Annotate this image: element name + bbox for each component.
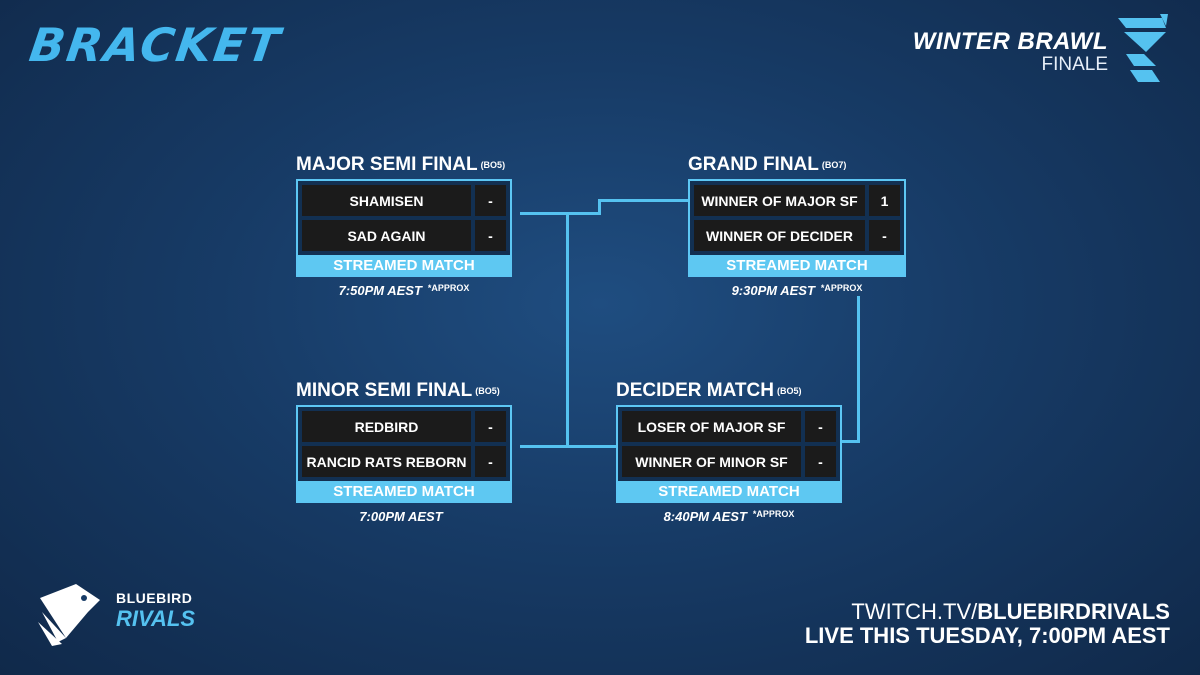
match-title: GRAND FINAL(BO7) — [688, 154, 906, 176]
match-time-text: 7:00PM AEST — [359, 509, 443, 524]
footer-info: TWITCH.TV/BLUEBIRDRIVALS LIVE THIS TUESD… — [805, 600, 1170, 648]
match-time-text: 9:30PM AEST — [731, 283, 815, 298]
approx-label: *APPROX — [752, 509, 795, 519]
match-title: DECIDER MATCH(BO5) — [616, 380, 842, 402]
match-grand-final: GRAND FINAL(BO7) WINNER OF MAJOR SF 1 WI… — [688, 154, 906, 298]
team-score: - — [475, 446, 506, 477]
match-time-text: 8:40PM AEST — [663, 509, 747, 524]
match-major-semi-final: MAJOR SEMI FINAL(BO5) SHAMISEN - SAD AGA… — [296, 154, 512, 298]
stream-url-channel: BLUEBIRDRIVALS — [977, 599, 1170, 624]
match-title: MINOR SEMI FINAL(BO5) — [296, 380, 512, 402]
team-row: SAD AGAIN - — [302, 220, 506, 251]
match-time: 7:50PM AEST *APPROX — [296, 283, 512, 298]
streamed-match-banner: STREAMED MATCH — [298, 481, 510, 501]
match-title: MAJOR SEMI FINAL(BO5) — [296, 154, 512, 176]
match-decider: DECIDER MATCH(BO5) LOSER OF MAJOR SF - W… — [616, 380, 842, 524]
best-of-label: (BO5) — [480, 160, 506, 170]
team-score: - — [805, 446, 836, 477]
event-subtitle: FINALE — [1041, 54, 1108, 75]
brand-logo: BLUEBIRD RIVALS — [36, 578, 196, 648]
match-time: 8:40PM AEST *APPROX — [616, 509, 842, 524]
team-name: RANCID RATS REBORN — [302, 446, 471, 477]
match-time-text: 7:50PM AEST — [338, 283, 422, 298]
brand-name-line2: RIVALS — [116, 606, 196, 631]
match-title-text: DECIDER MATCH — [616, 380, 774, 401]
team-row: WINNER OF DECIDER - — [694, 220, 900, 251]
connector-decider-out — [842, 440, 860, 443]
match-card: WINNER OF MAJOR SF 1 WINNER OF DECIDER -… — [688, 179, 906, 277]
connector-to-grand — [598, 199, 688, 202]
match-minor-semi-final: MINOR SEMI FINAL(BO5) REDBIRD - RANCID R… — [296, 380, 512, 524]
match-time: 9:30PM AEST *APPROX — [688, 283, 906, 298]
streamed-match-banner: STREAMED MATCH — [298, 255, 510, 275]
team-score: 1 — [869, 185, 900, 216]
team-row: RANCID RATS REBORN - — [302, 446, 506, 477]
team-name: WINNER OF MAJOR SF — [694, 185, 865, 216]
match-title-text: MINOR SEMI FINAL — [296, 380, 473, 401]
connector-right-vertical — [857, 296, 860, 443]
event-logo-icon — [1118, 14, 1168, 82]
team-name: WINNER OF MINOR SF — [622, 446, 801, 477]
connector-major-step — [598, 200, 601, 215]
team-score: - — [475, 185, 506, 216]
match-title-text: GRAND FINAL — [688, 154, 819, 175]
team-score: - — [475, 411, 506, 442]
team-row: SHAMISEN - — [302, 185, 506, 216]
team-row: LOSER OF MAJOR SF - — [622, 411, 836, 442]
match-time: 7:00PM AEST — [296, 509, 512, 524]
approx-label: *APPROX — [820, 283, 863, 293]
team-name: SAD AGAIN — [302, 220, 471, 251]
match-title-text: MAJOR SEMI FINAL — [296, 154, 478, 175]
team-row: REDBIRD - — [302, 411, 506, 442]
live-schedule: LIVE THIS TUESDAY, 7:00PM AEST — [804, 623, 1170, 648]
bluebird-icon — [38, 584, 100, 646]
stream-url-prefix: TWITCH.TV/ — [851, 599, 978, 624]
connector-major-out — [520, 212, 600, 215]
team-name: WINNER OF DECIDER — [694, 220, 865, 251]
team-name: SHAMISEN — [302, 185, 471, 216]
event-title: WINTER BRAWL FINALE — [913, 30, 1108, 76]
match-card: REDBIRD - RANCID RATS REBORN - STREAMED … — [296, 405, 512, 503]
match-card: LOSER OF MAJOR SF - WINNER OF MINOR SF -… — [616, 405, 842, 503]
team-name: LOSER OF MAJOR SF — [622, 411, 801, 442]
team-score: - — [475, 220, 506, 251]
best-of-label: (BO7) — [821, 160, 847, 170]
event-name: WINTER BRAWL — [912, 28, 1108, 55]
best-of-label: (BO5) — [475, 386, 500, 396]
best-of-label: (BO5) — [776, 386, 802, 396]
team-score: - — [805, 411, 836, 442]
team-row: WINNER OF MAJOR SF 1 — [694, 185, 900, 216]
connector-minor-out — [520, 445, 616, 448]
match-card: SHAMISEN - SAD AGAIN - STREAMED MATCH — [296, 179, 512, 277]
team-name: REDBIRD — [302, 411, 471, 442]
streamed-match-banner: STREAMED MATCH — [690, 255, 904, 275]
connector-vertical-mid — [566, 212, 569, 446]
team-row: WINNER OF MINOR SF - — [622, 446, 836, 477]
streamed-match-banner: STREAMED MATCH — [618, 481, 840, 501]
brand-name-line1: BLUEBIRD — [116, 590, 193, 606]
stream-url[interactable]: TWITCH.TV/BLUEBIRDRIVALS — [805, 600, 1170, 624]
team-score: - — [869, 220, 900, 251]
page-title: BRACKET — [26, 18, 285, 72]
approx-label: *APPROX — [427, 283, 470, 293]
